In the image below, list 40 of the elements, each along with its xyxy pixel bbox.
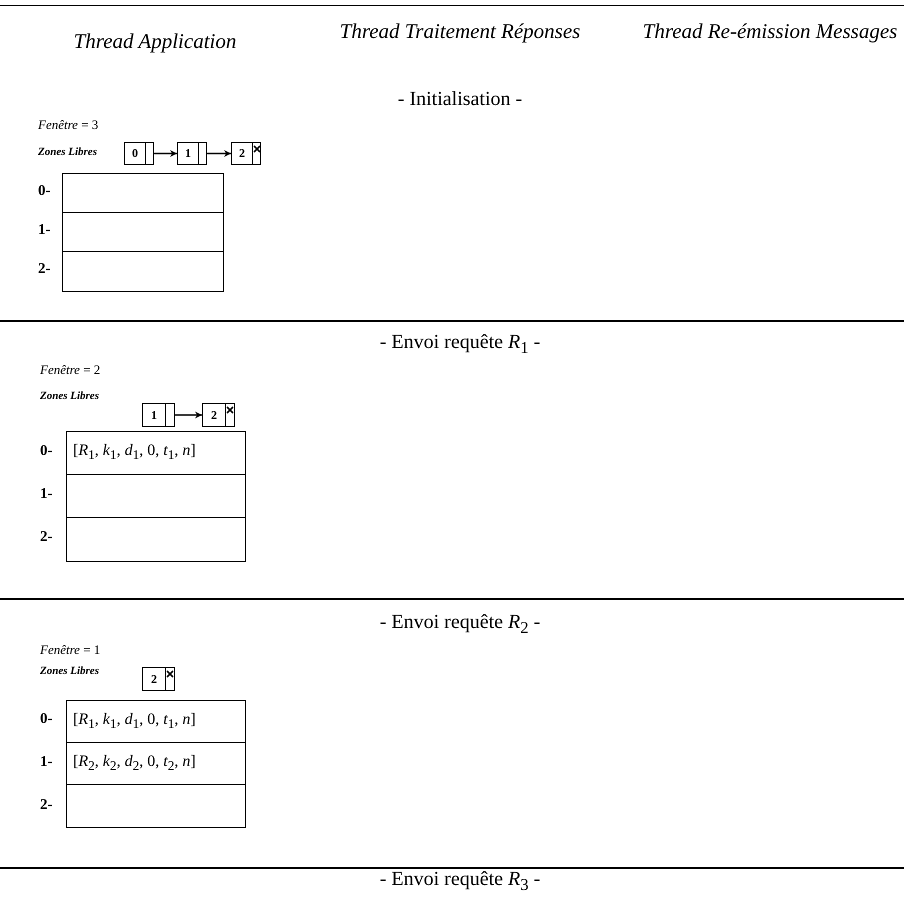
node-value: 2 — [238, 145, 246, 162]
row-index-label: 1- — [40, 754, 52, 770]
list-node — [202, 403, 235, 427]
row-index-label: 2- — [40, 797, 52, 814]
row-index-label: 1- — [38, 222, 50, 238]
free-zones-label: Zones Libres — [40, 390, 99, 402]
list-node — [124, 142, 154, 165]
free-zones-label: Zones Libres — [38, 146, 97, 158]
section-title: - Initialisation - — [396, 88, 524, 110]
node-value: 0 — [131, 145, 139, 162]
node-value: 2 — [150, 670, 158, 688]
section-title: - Envoi requête R$_{1}$ - — [378, 331, 542, 358]
section-title: - Envoi requête R$_{3}$ - — [378, 868, 542, 894]
column-header: Thread Re-émission Messages — [642, 20, 898, 44]
arrow — [154, 150, 177, 157]
arrow — [207, 150, 231, 157]
node-value: 2 — [210, 406, 218, 424]
node-value: 1 — [184, 145, 192, 162]
table-entry-text: [R$_{1}$, k$_{1}$, d$_{1}$, 0, t$_{1}$, n] — [73, 442, 196, 464]
row-index-label: 2- — [38, 261, 50, 278]
list-node — [231, 142, 261, 165]
window-size-label: Fenêtre = 1 — [40, 643, 100, 658]
column-header: Thread Application — [72, 30, 238, 54]
list-node — [177, 142, 207, 165]
window-size-label: Fenêtre = 3 — [38, 118, 98, 132]
row-index-label: 0- — [40, 711, 52, 728]
row-index-label: 0- — [40, 443, 52, 460]
row-index-label: 2- — [40, 529, 52, 546]
arrow — [175, 412, 202, 418]
list-node — [142, 403, 175, 427]
column-header: Thread Traitement Réponses — [338, 20, 582, 44]
node-value: 1 — [150, 406, 158, 424]
row-index-label: 1- — [40, 486, 52, 502]
table-entry-text: [R$_{2}$, k$_{2}$, d$_{2}$, 0, t$_{2}$, n] — [73, 752, 196, 774]
table-entry-text: [R$_{1}$, k$_{1}$, d$_{1}$, 0, t$_{1}$, n] — [73, 710, 196, 732]
free-zones-label: Zones Libres — [40, 665, 99, 678]
section-title: - Envoi requête R$_{2}$ - — [378, 611, 542, 638]
window-size-label: Fenêtre = 2 — [40, 363, 100, 378]
list-node — [142, 667, 175, 691]
row-index-label: 0- — [38, 183, 50, 200]
